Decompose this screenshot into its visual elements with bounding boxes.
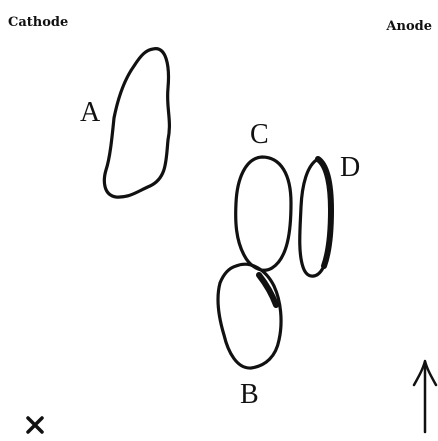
spot-a-outline [104, 49, 169, 197]
spot-b-label: B [240, 379, 259, 410]
cathode-label: Cathode [8, 15, 68, 30]
spot-c-label: C [250, 119, 269, 150]
spot-d-dense-edge [318, 159, 331, 266]
spot-b-dense-edge [259, 275, 276, 305]
spot-b-outline [218, 264, 281, 368]
spot-c-outline [236, 157, 291, 270]
anode-label: Anode [385, 19, 432, 34]
origin-cross-mark [28, 418, 42, 432]
up-arrow-icon [414, 361, 436, 432]
spot-a-label: A [80, 97, 101, 128]
spot-d-label: D [340, 152, 360, 183]
